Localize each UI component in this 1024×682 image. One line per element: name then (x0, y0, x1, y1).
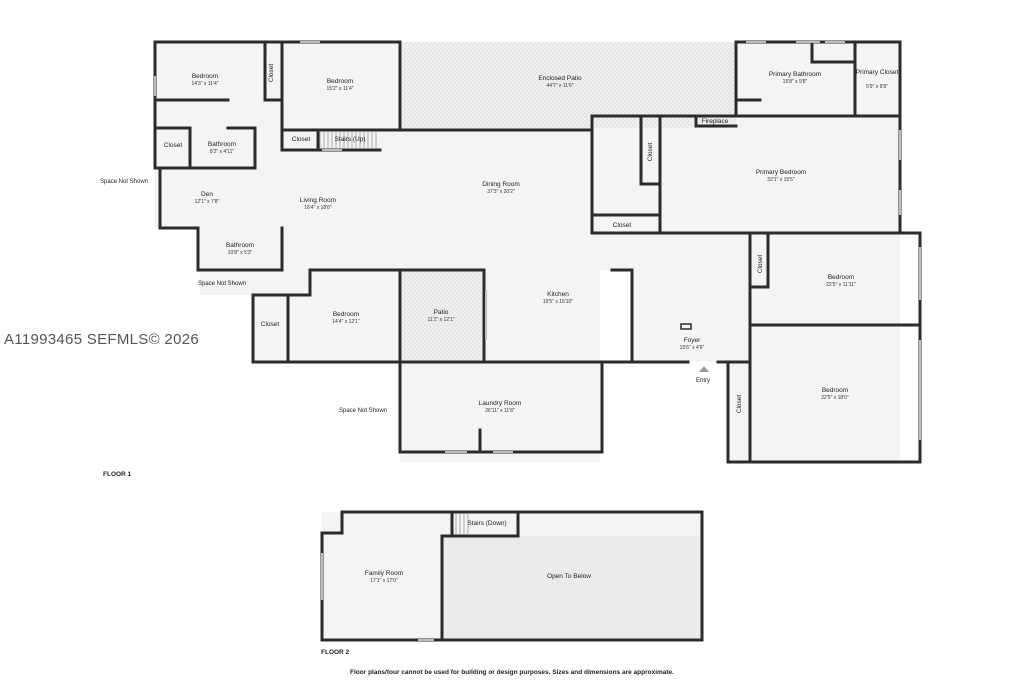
room-name: Closet (292, 136, 311, 143)
room-name: Den (201, 191, 213, 198)
room-name: Fireplace (702, 118, 729, 125)
floor1-label: FLOOR 1 (103, 471, 132, 478)
stairs-down-icon (455, 514, 469, 534)
room-name: Bathroom (226, 242, 254, 249)
entry-label: Entry (696, 378, 710, 384)
room-dim: 32'1" x 15'5" (767, 177, 795, 183)
open-to-below-floor (442, 536, 702, 640)
room-name: Patio (434, 309, 449, 316)
room-name: Closet (268, 64, 275, 83)
entry-arrow-icon (699, 366, 709, 372)
room-dim: 22'5" x 18'0" (821, 395, 849, 401)
room-name: Primary Bedroom (756, 169, 807, 176)
room-dim: 15'6" x 4'6" (680, 345, 705, 351)
enclosed-patio-floor (400, 42, 736, 128)
space-not-shown-note: Space Not Shown (339, 408, 387, 414)
room-name: Family Room (365, 570, 403, 577)
room-dim: 19'5" x 16'10" (543, 299, 573, 305)
floor1-labels: Bedroom 14'3" x 11'4" Closet Bedroom 15'… (100, 64, 898, 478)
room-dim: 5'9" x 9'8" (866, 84, 888, 90)
room-name: Laundry Room (479, 400, 522, 407)
room-name: Stairs (Down) (467, 520, 506, 527)
room-name: Dining Room (482, 181, 520, 188)
room-name: Bedroom (327, 78, 353, 85)
room-name: Bedroom (333, 311, 359, 318)
room-dim: 11'1" x 12'1" (427, 317, 454, 323)
room-name: Bathroom (208, 141, 236, 148)
room-name: Enclosed Patio (538, 75, 582, 82)
patio-floor (400, 270, 484, 362)
room-dim: 26'11" x 11'8" (485, 408, 515, 414)
room-name: Stairs (Up) (334, 136, 365, 143)
floor2-plan (320, 510, 704, 642)
fireplace-icon (680, 323, 692, 330)
room-name: Closet (736, 395, 743, 414)
room-name: Bedroom (828, 274, 854, 281)
space-not-shown-note: Space Not Shown (198, 281, 246, 287)
room-dim: 37'3" x 20'2" (487, 189, 515, 195)
room-name: Closet (647, 143, 654, 162)
room-name: Primary Bathroom (769, 71, 821, 78)
floor2-label: FLOOR 2 (321, 649, 350, 656)
floor1-plan (100, 40, 922, 465)
room-name: Closet (613, 222, 632, 229)
room-dim: 15'8" x 9'8" (783, 79, 808, 85)
room-dim: 12'1" x 7'8" (195, 199, 220, 205)
stairs-up-icon (319, 132, 377, 149)
room-name: Bedroom (192, 73, 218, 80)
mls-watermark: A11993465 SEFMLS© 2026 (4, 331, 200, 348)
room-dim: 14'4" x 12'1" (332, 319, 360, 325)
floor2-labels: Stairs (Down) Family Room 17'1" x 17'0" … (321, 520, 591, 656)
room-dim: 22'5" x 11'11" (826, 282, 856, 288)
room-dim: 15'2" x 11'4" (326, 86, 353, 92)
room-name: Open To Below (547, 573, 591, 580)
room-dim: 16'4" x 18'6" (304, 205, 332, 211)
room-name: Bedroom (822, 387, 848, 394)
room-name: Kitchen (547, 291, 569, 298)
space-not-shown-note: Space Not Shown (100, 179, 148, 185)
room-dim: 8'2" x 4'11" (210, 149, 234, 155)
room-name: Closet (261, 321, 280, 328)
room-name: Closet (757, 255, 764, 274)
room-dim: 10'8" x 5'3" (228, 250, 253, 256)
room-name: Living Room (300, 197, 336, 204)
disclaimer-text: Floor plans/tour cannot be used for buil… (350, 669, 674, 676)
room-name: Closet (164, 142, 183, 149)
room-dim: 44'7" x 11'6" (546, 83, 573, 89)
room-name: Foyer (684, 337, 701, 344)
room-dim: 17'1" x 17'0" (370, 578, 398, 584)
room-dim: 14'3" x 11'4" (191, 81, 218, 87)
room-name: Primary Closet (856, 69, 899, 76)
